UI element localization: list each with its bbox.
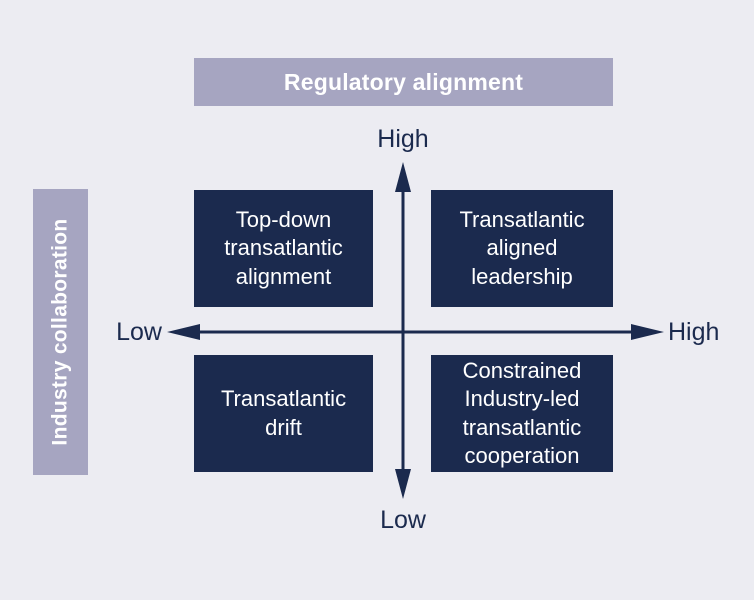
regulatory-alignment-label: Regulatory alignment [283,68,524,95]
vertical-axis-high-label: High [377,125,429,153]
quadrant-bottom-left: Transatlantic drift [194,355,373,472]
quadrant-top-left-label: Top-down transatlantic alignment [224,207,343,289]
arrow-down-icon [395,469,411,499]
arrow-right-icon [631,324,664,340]
quadrant-bottom-right-label: Constrained Industry-led transatlantic c… [462,358,582,468]
horizontal-axis-high-label: High [668,318,720,346]
quadrant-bottom-left-label: Transatlantic drift [220,386,347,440]
quadrant-top-right: Transatlantic aligned leadership [431,190,613,307]
horizontal-axis-low-label: Low [116,318,162,346]
arrow-up-icon [395,162,411,192]
vertical-axis-low-label: Low [380,506,426,534]
regulatory-alignment-band: Regulatory alignment [194,58,613,106]
industry-collaboration-label: Industry collaboration [48,218,72,446]
industry-collaboration-band: Industry collaboration [33,189,88,475]
quadrant-top-left: Top-down transatlantic alignment [194,190,373,307]
quadrant-bottom-right: Constrained Industry-led transatlantic c… [431,355,613,472]
arrow-left-icon [167,324,200,340]
quadrant-top-right-label: Transatlantic aligned leadership [459,207,585,289]
